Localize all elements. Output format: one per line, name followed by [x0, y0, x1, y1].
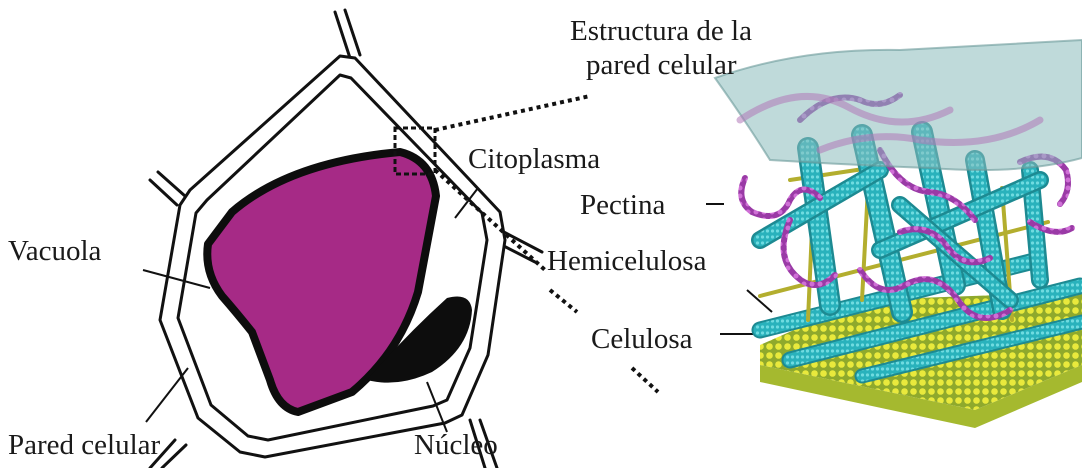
- title-line-2: pared celular: [570, 48, 752, 82]
- diagram-title: Estructura de la pared celular: [570, 14, 752, 82]
- cell-wall-structure-illustration: [715, 40, 1082, 428]
- label-citoplasma: Citoplasma: [468, 142, 600, 176]
- label-pared-celular: Pared celular: [8, 428, 160, 462]
- title-line-1: Estructura de la: [570, 14, 752, 48]
- label-pectina: Pectina: [580, 188, 665, 222]
- label-vacuola: Vacuola: [8, 234, 101, 268]
- label-celulosa: Celulosa: [591, 322, 693, 356]
- pointer-pared-celular: [146, 368, 188, 422]
- label-hemicelulosa: Hemicelulosa: [547, 244, 706, 278]
- label-nucleo: Núcleo: [414, 428, 498, 462]
